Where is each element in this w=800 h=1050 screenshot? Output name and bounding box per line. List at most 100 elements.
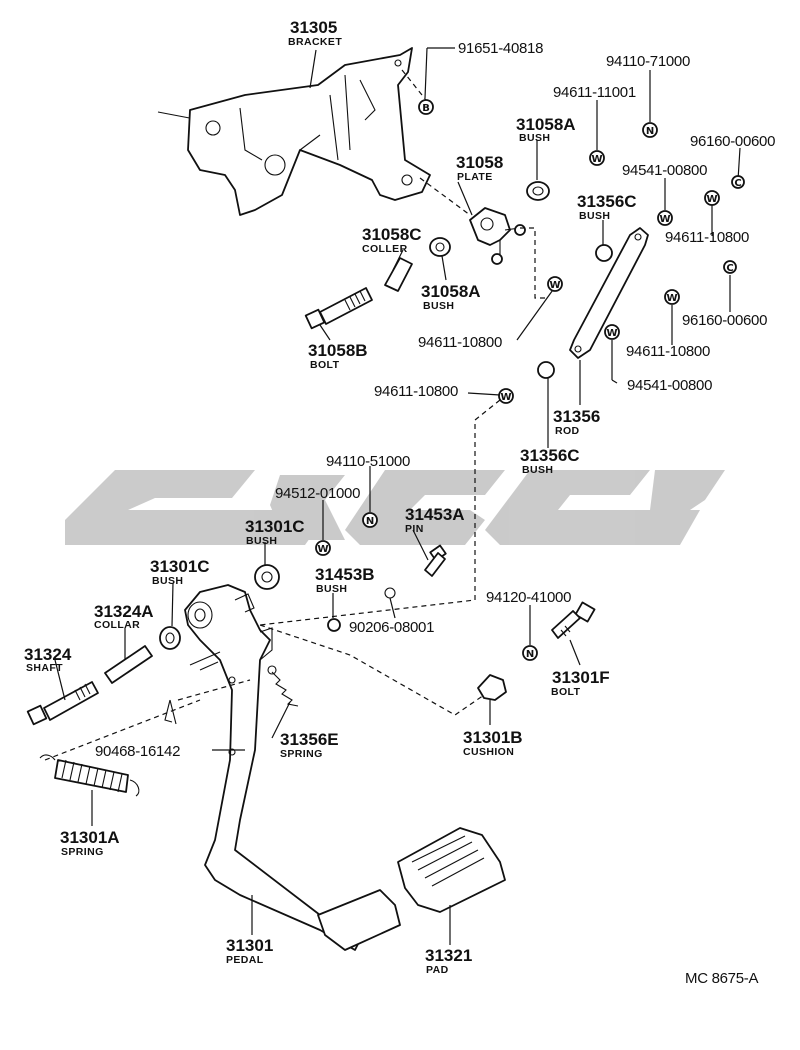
part-number: 31301C: [150, 557, 210, 576]
part-desc: BRACKET: [288, 36, 342, 48]
ref-label: 90468-16142: [95, 743, 180, 760]
pedal-part: [184, 584, 361, 951]
svg-text:W: W: [706, 194, 717, 205]
ref-label: 94110-71000: [606, 53, 690, 70]
ref-label: 94541-00800: [627, 377, 712, 394]
plate-part: [469, 207, 526, 265]
part-number: 31305: [290, 18, 337, 37]
svg-text:W: W: [549, 280, 560, 291]
part-desc: BOLT: [551, 686, 581, 698]
part-desc: BUSH: [519, 132, 550, 144]
part-desc: SPRING: [61, 846, 104, 858]
ref-symbol-c: C: [731, 175, 745, 189]
ref-label: 94120-41000: [486, 589, 571, 606]
svg-text:C: C: [726, 263, 733, 274]
svg-text:W: W: [591, 154, 602, 165]
svg-text:W: W: [666, 293, 677, 304]
ref-label: 96160-00600: [690, 133, 775, 150]
part-number: 31058B: [308, 341, 368, 360]
svg-text:B: B: [422, 103, 430, 114]
part-number: 31058: [456, 153, 503, 172]
bush-31453b: [327, 618, 341, 632]
part-desc: BUSH: [522, 464, 553, 476]
spring-31301a: [39, 754, 140, 797]
ref-label: 94611-10800: [626, 343, 710, 360]
part-desc: ROD: [555, 425, 580, 437]
part-number: 31356: [553, 407, 600, 426]
part-desc: BUSH: [579, 210, 610, 222]
bolt-31058b: [304, 287, 373, 330]
bush-31356c-bot: [537, 361, 555, 379]
ref-symbol-w: W: [547, 276, 563, 292]
part-number: 31058C: [362, 225, 422, 244]
part-desc: BOLT: [310, 359, 340, 371]
ref-symbol-w: W: [664, 289, 680, 305]
svg-text:N: N: [366, 516, 374, 527]
rod-part: [569, 227, 649, 359]
part-number: 31301: [226, 936, 273, 955]
ref-symbol-w: W: [315, 540, 331, 556]
svg-text:W: W: [500, 392, 511, 403]
cushion-part: [477, 674, 507, 701]
part-number: 31058A: [516, 115, 576, 134]
cotter-pin-90468: [164, 699, 177, 725]
part-number: 31321: [425, 946, 472, 965]
ref-symbol-w: W: [498, 388, 514, 404]
shaft-part: [26, 681, 99, 726]
part-desc: PLATE: [457, 171, 493, 183]
bracket-part: [157, 47, 431, 216]
part-number: 31301C: [245, 517, 305, 536]
part-desc: PEDAL: [226, 954, 264, 966]
pad-part: [397, 827, 506, 913]
part-number: 31301A: [60, 828, 120, 847]
ref-labels: 91651-40818 94110-71000 94611-11001 9616…: [95, 40, 775, 760]
pin-part: [424, 544, 447, 577]
ref-symbol-w: W: [589, 150, 605, 166]
clip-90206: [384, 587, 396, 599]
svg-text:W: W: [317, 544, 328, 555]
bolt-31301f: [551, 601, 596, 639]
part-number: 31356E: [280, 730, 339, 749]
part-number: 31453B: [315, 565, 375, 584]
ref-symbol-w: W: [604, 324, 620, 340]
part-number: 31324A: [94, 602, 154, 621]
watermark-logo: [65, 470, 725, 545]
part-labels: 31305 BRACKET 31058 PLATE 31058A BUSH 31…: [24, 18, 637, 976]
ref-label: 94611-11001: [553, 84, 636, 101]
part-desc: CUSHION: [463, 746, 514, 758]
ref-symbol-n: N: [362, 512, 378, 528]
spring-31356e: [267, 665, 299, 707]
ref-symbol-n: N: [642, 122, 658, 138]
bush-31058a-mid: [429, 237, 451, 257]
part-number: 31324: [24, 645, 72, 664]
part-number: 31301B: [463, 728, 523, 747]
part-desc: BUSH: [423, 300, 454, 312]
bush-31301c-right: [254, 564, 280, 590]
diagram-code: MC 8675-A: [685, 970, 758, 987]
part-desc: PAD: [426, 964, 449, 976]
ref-symbol-w: W: [704, 190, 720, 206]
part-desc: SPRING: [280, 748, 323, 760]
part-number: 31356C: [520, 446, 580, 465]
ref-label: 94541-00800: [622, 162, 707, 179]
part-number: 31453A: [405, 505, 465, 524]
bush-31058a-top: [526, 181, 550, 201]
ref-label: 90206-08001: [349, 619, 434, 636]
bush-31301c-left: [159, 626, 181, 650]
ref-label: 94110-51000: [326, 453, 410, 470]
bush-31356c-top: [595, 244, 613, 262]
leader-lines: [54, 47, 741, 945]
coller-part: [384, 257, 413, 292]
ref-label: 94611-10800: [665, 229, 749, 246]
ref-label: 96160-00600: [682, 312, 767, 329]
ref-label: 94611-10800: [418, 334, 502, 351]
ref-symbol-n: N: [522, 645, 538, 661]
dashed-relation-lines: [44, 69, 545, 761]
part-desc: BUSH: [246, 535, 277, 547]
ref-label: 94611-10800: [374, 383, 458, 400]
ref-symbol-b: B: [418, 99, 434, 115]
part-desc: COLLAR: [94, 619, 140, 631]
part-desc: SHAFT: [26, 662, 63, 674]
part-desc: PIN: [405, 523, 424, 535]
part-number: 31058A: [421, 282, 481, 301]
